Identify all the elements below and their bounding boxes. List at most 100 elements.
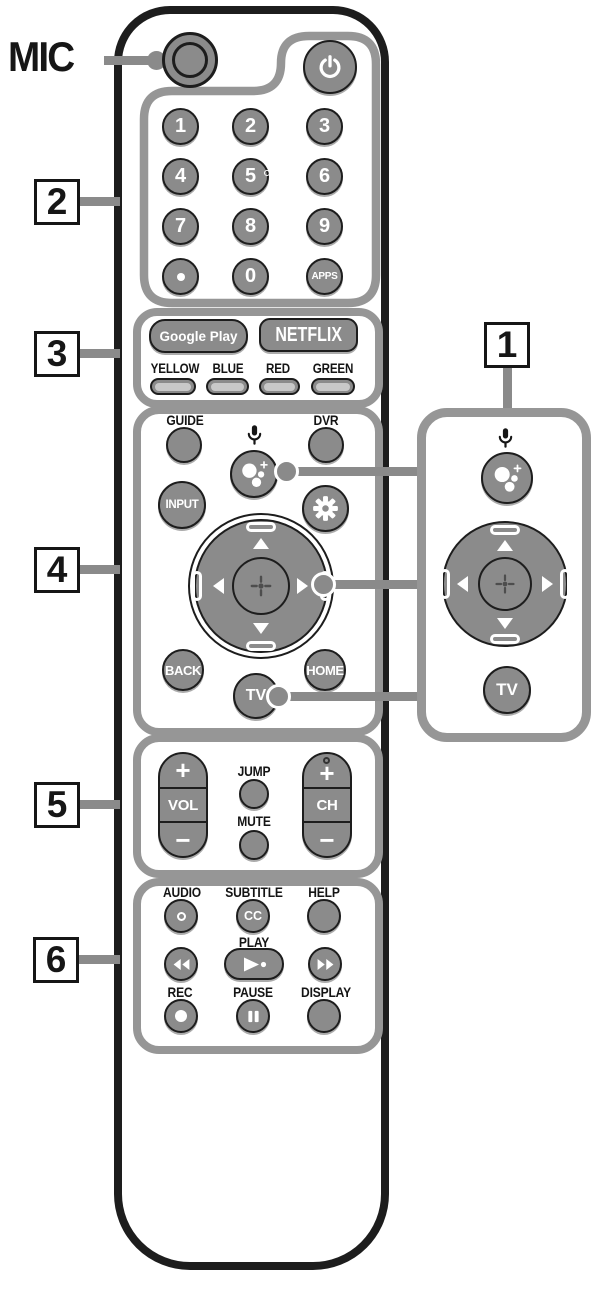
callout-3-line [78,349,120,358]
dvr-label: DVR [313,412,339,428]
mic-callout-label: MIC [8,33,75,80]
digit-0-button[interactable]: 0 [232,258,269,295]
volume-down-button[interactable]: − [160,821,206,856]
callout-line-dpad [324,580,424,589]
tactile-bump-icon [264,170,270,176]
digit-4-button[interactable]: 4 [162,158,199,195]
jump-button[interactable] [239,779,269,809]
mic-pointer-line [104,56,152,65]
callout-4-box: 4 [34,547,80,593]
assistant-button[interactable] [230,450,278,498]
panel-dpad-down-arrow-icon[interactable] [497,618,513,629]
netflix-button[interactable]: NETFLIX [259,318,358,352]
callout-dot-tv [266,684,291,709]
dot-button[interactable] [162,258,199,295]
microphone-hole [162,32,218,88]
red-key-button[interactable] [259,378,300,395]
digit-1-button[interactable]: 1 [162,108,199,145]
display-button[interactable] [307,999,341,1033]
callout-3-box: 3 [34,331,80,377]
panel-ok-button[interactable] [478,557,532,611]
settings-button[interactable] [302,485,349,532]
callout-5-box: 5 [34,782,80,828]
channel-down-button[interactable]: − [304,821,350,856]
nav-group-outline [133,406,383,736]
dpad-right-arrow-icon[interactable] [297,578,308,594]
audio-dot-icon [176,911,186,921]
callout-1-box: 1 [484,322,530,368]
play-button[interactable] [224,948,284,980]
yellow-key-button[interactable] [150,378,196,395]
digit-5-button[interactable]: 5 [232,158,270,195]
gear-icon [313,496,338,521]
audio-button[interactable] [164,899,198,933]
transport-group-outline [133,878,383,1054]
rewind-icon [173,958,189,970]
pause-button[interactable] [236,999,270,1033]
blue-key-button[interactable] [206,378,249,395]
panel-dpad-up-arrow-icon[interactable] [497,540,513,551]
subtitle-label: SUBTITLE [225,884,283,900]
panel-dpad-left-arrow-icon[interactable] [457,576,468,592]
help-button[interactable] [307,899,341,933]
input-button[interactable]: INPUT [158,481,206,529]
panel-google-assistant-logo-icon [494,464,522,492]
netflix-logo: NETFLIX [275,323,342,346]
assistant-mic-icon [247,425,262,445]
guide-button[interactable] [166,427,202,463]
callout-1-line [503,365,512,412]
red-key-label: RED [266,361,290,376]
panel-tv-button[interactable]: TV [483,666,531,714]
rec-label: REC [167,984,193,1000]
digit-6-button[interactable]: 6 [306,158,343,195]
display-label: DISPLAY [301,984,351,1000]
channel-up-sign: + [319,758,335,789]
power-button[interactable] [303,40,357,94]
record-button[interactable] [164,999,198,1033]
volume-rocker[interactable]: + VOL − [158,752,208,858]
panel-dpad-slot-bottom [490,634,520,644]
channel-rocker-label: CH [304,786,350,822]
dot-icon [176,272,185,281]
dpad-up-arrow-icon[interactable] [253,538,269,549]
panel-assistant-mic-icon [498,428,513,448]
apps-button[interactable]: APPS [306,258,343,295]
digit-8-button[interactable]: 8 [232,208,269,245]
digit-7-button[interactable]: 7 [162,208,199,245]
panel-dpad-right-arrow-icon[interactable] [542,576,553,592]
dpad-down-arrow-icon[interactable] [253,623,269,634]
callout-2-box: 2 [34,179,80,225]
google-assistant-logo-icon [242,461,268,487]
digit-2-button[interactable]: 2 [232,108,269,145]
channel-up-button[interactable]: + [304,754,350,787]
digit-9-button[interactable]: 9 [306,208,343,245]
green-key-button[interactable] [311,378,355,395]
dvr-button[interactable] [308,427,344,463]
panel-assistant-button[interactable] [481,452,533,504]
fast-forward-button[interactable] [308,947,342,981]
digit-3-button[interactable]: 3 [306,108,343,145]
callout-line-assistant [287,467,424,476]
mute-label: MUTE [237,813,271,829]
play-label: PLAY [238,934,270,950]
ok-crosshair-icon [250,575,272,597]
callout-6-box: 6 [33,937,79,983]
channel-rocker[interactable]: + CH − [302,752,352,858]
rewind-button[interactable] [164,947,198,981]
green-key-label: GREEN [312,361,354,376]
ok-button[interactable] [232,557,290,615]
google-play-button[interactable]: Google Play [149,319,248,353]
home-button[interactable]: HOME [304,649,346,691]
power-icon [319,55,341,78]
back-button[interactable]: BACK [162,649,204,691]
panel-dpad-slot-right [560,569,570,599]
play-icon [243,957,266,971]
subtitle-button[interactable]: CC [236,899,270,933]
volume-up-button[interactable]: + [175,755,191,786]
mute-button[interactable] [239,830,269,860]
panel-dpad-slot-top [490,525,520,535]
callout-dot-dpad [311,572,336,597]
pause-label: PAUSE [233,984,273,1000]
dpad-left-arrow-icon[interactable] [213,578,224,594]
